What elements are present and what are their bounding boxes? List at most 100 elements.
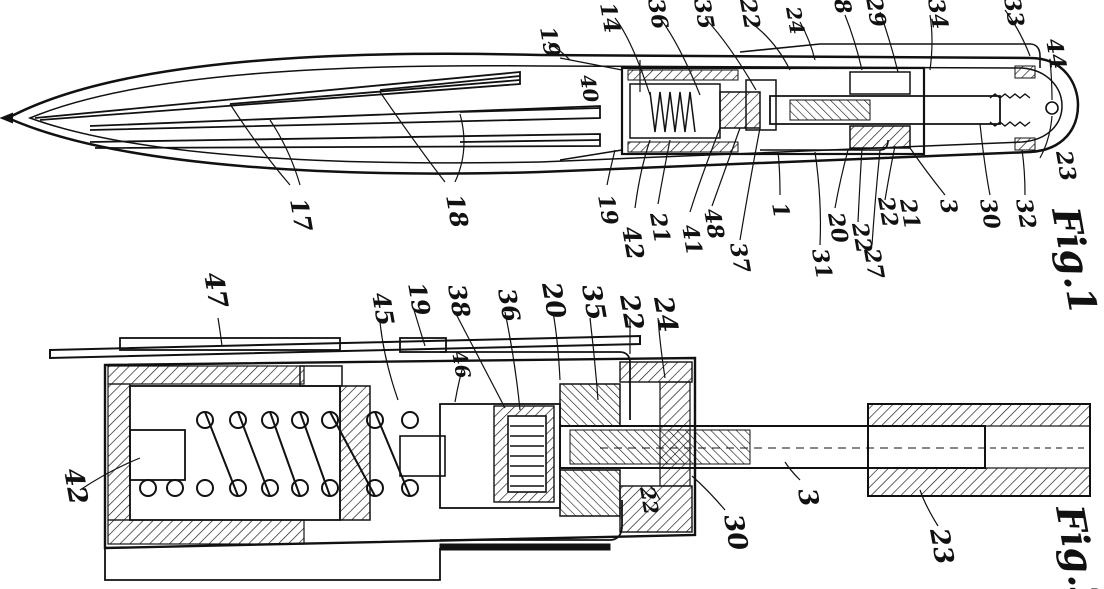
spring-fig2 — [139, 411, 419, 497]
electrode-rods — [34, 71, 601, 149]
wire-19 — [559, 57, 623, 71]
ref-44: 44 — [1040, 37, 1071, 72]
wire-19b — [559, 149, 623, 161]
bushing-top — [849, 71, 911, 95]
ref-22b-fig2: 22 — [635, 484, 664, 517]
leaders-fig1 — [229, 9, 1053, 246]
bottom-plate — [439, 543, 611, 551]
housing-body — [103, 356, 697, 550]
ref-30-fig1: 30 — [974, 197, 1005, 232]
ref-17: 17 — [284, 196, 318, 234]
leaders-fig2 — [79, 309, 939, 527]
ref-40: 40 — [575, 73, 603, 105]
figure-2: 47 45 19 38 36 20 35 22 24 46 42 22 3 30… — [49, 270, 1104, 589]
contact-block — [745, 79, 777, 131]
plate-47 — [49, 334, 641, 360]
bushing-bottom — [849, 125, 911, 149]
wire-bottom — [760, 139, 889, 151]
ref-19b: 19 — [592, 193, 623, 228]
ref-42-fig2: 42 — [57, 466, 93, 507]
housing — [620, 66, 926, 156]
fig1-label: Fig.1 — [1043, 203, 1104, 318]
end-cap-top — [1014, 65, 1036, 79]
plunger — [719, 91, 761, 129]
ref-20-fig1: 20 — [822, 210, 853, 246]
wire-22 — [440, 351, 631, 420]
ref-32: 32 — [1010, 197, 1041, 232]
collar-bottom — [559, 469, 621, 517]
ref-31: 31 — [806, 247, 837, 282]
sleeve-hatch-bottom — [867, 467, 1091, 497]
ref-24-fig2: 24 — [647, 293, 683, 335]
ref-22a: 22 — [734, 0, 765, 31]
casing-outer — [5, 52, 1080, 175]
ref-22-fig2: 22 — [613, 291, 649, 333]
ref-23-fig2: 23 — [923, 525, 959, 567]
ref-19-fig2: 19 — [402, 280, 436, 318]
end-flange-top — [619, 361, 693, 383]
ref-1: 1 — [766, 201, 794, 221]
ref-45: 45 — [366, 290, 400, 328]
housing-bottom-step — [104, 548, 441, 581]
shaft-hatch — [789, 99, 871, 121]
piston-rod — [399, 435, 446, 477]
body-wall-bottom — [107, 519, 305, 545]
ref-35-fig1: 35 — [688, 0, 719, 31]
ref-23-fig1: 23 — [1050, 148, 1081, 184]
ref-41: 41 — [676, 223, 707, 258]
housing-wall-bottom — [627, 141, 739, 153]
ref-29: 29 — [860, 0, 891, 29]
ref-20-fig2: 20 — [535, 279, 571, 321]
fig2-label: Fig.2 — [1047, 501, 1104, 589]
ref-21a: 21 — [644, 210, 675, 246]
collar-top — [559, 383, 621, 427]
end-cap-bottom — [1014, 137, 1036, 151]
piston — [339, 385, 371, 521]
tip — [0, 112, 13, 124]
ref-42-fig1: 42 — [616, 224, 650, 262]
ref-22c: 22 — [872, 194, 903, 230]
ref-18: 18 — [440, 192, 474, 230]
end-hole — [1045, 101, 1059, 115]
figure-1: 19 14 36 35 22 24 8 29 34 33 44 40 17 18… — [0, 0, 1104, 318]
plunger-end — [129, 429, 186, 481]
ref-37: 37 — [724, 241, 755, 276]
ref-30-fig2: 30 — [717, 512, 753, 553]
ref-36-fig2: 36 — [492, 286, 526, 324]
ref-14: 14 — [594, 1, 625, 36]
housing-wall-top — [627, 69, 739, 81]
ref-3-fig1: 3 — [934, 197, 962, 217]
sleeve-hatch-top — [867, 403, 1091, 427]
cylinder — [129, 385, 341, 521]
wire-22b — [440, 500, 623, 541]
central-shaft — [769, 95, 1001, 125]
plate-block — [119, 337, 341, 351]
cylinder-top-wall — [299, 365, 343, 387]
casing-inner — [27, 64, 1063, 164]
ref-33: 33 — [998, 0, 1029, 29]
ref-8: 8 — [828, 0, 856, 16]
ref-35-fig2: 35 — [575, 282, 611, 323]
spring-fig1 — [649, 91, 696, 133]
cup-spring-coils — [510, 425, 544, 487]
body-wall-top — [107, 365, 305, 385]
ref-36-fig1: 36 — [642, 0, 673, 31]
ref-38: 38 — [442, 282, 476, 320]
ref-19a: 19 — [534, 25, 565, 60]
ref-22b: 22 — [846, 220, 877, 256]
ref-47: 47 — [197, 270, 233, 311]
ref-46: 46 — [447, 349, 475, 381]
shaft-hatch-fig2 — [569, 429, 751, 465]
threaded-end — [989, 93, 1031, 127]
ref-27: 27 — [858, 246, 889, 282]
ref-3-fig2: 3 — [791, 486, 824, 509]
cup-spring — [507, 415, 547, 493]
body-end — [107, 383, 131, 521]
labels-fig1: 19 14 36 35 22 24 8 29 34 33 44 40 17 18… — [284, 0, 1104, 318]
wire-top — [739, 43, 1041, 68]
ref-21b: 21 — [894, 196, 925, 232]
ref-24-fig1: 24 — [781, 4, 810, 37]
ref-34: 34 — [922, 0, 953, 31]
ref-48: 48 — [698, 207, 729, 242]
